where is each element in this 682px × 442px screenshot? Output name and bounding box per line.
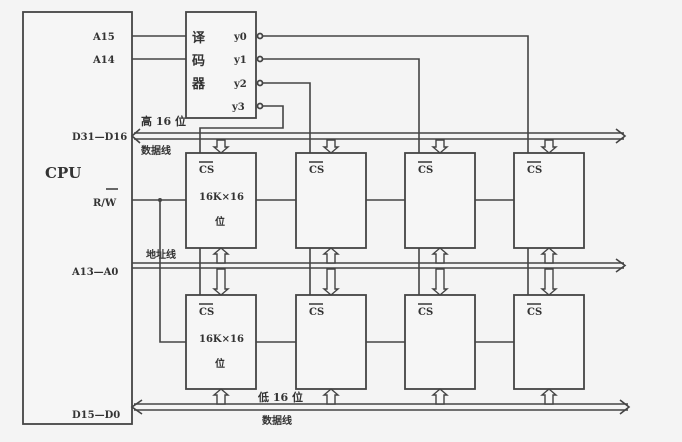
high-data-bus [130,128,627,144]
chip-unit: 位 [215,215,225,228]
chip-cs-label: CS [199,307,214,318]
data-in-arrow [212,139,230,154]
decoder-block [185,11,257,119]
memory-chip: CS 16K×16 位 [185,152,257,249]
memory-chip: CS [404,152,476,249]
data-in-arrow [540,388,558,405]
chip-unit: 位 [215,357,225,370]
data-in-arrow [212,388,230,405]
decoder-out-y0: y0 [233,32,247,43]
low-data-bus [130,399,631,415]
inverter-bubble-y3 [256,102,264,110]
decoder-out-y3: y3 [231,102,245,113]
chip-cs-label: CS [418,307,433,318]
address-arrow [322,268,340,296]
address-arrow [212,247,230,264]
chip-cs-label: CS [527,165,542,176]
inverter-bubble-y0 [256,32,264,40]
pin-data-high: D31—D16 [72,132,127,143]
pin-data-low: D15—D0 [72,410,120,421]
data-in-arrow [431,388,449,405]
pin-addr: A13—A0 [71,267,118,278]
decoder-char-2: 码 [192,54,205,69]
chip-cs-label: CS [527,307,542,318]
address-arrow [540,268,558,296]
cpu-label: CPU [45,164,81,182]
high-bus-label-2: 数据线 [141,144,171,157]
inverter-bubble-y2 [256,79,264,87]
memory-chip: CS [513,152,585,249]
high-bus-label-1: 高 16 位 [141,114,186,128]
address-arrow [212,268,230,296]
decoder-out-y2: y2 [233,79,247,90]
decoder-char-3: 器 [191,77,206,92]
low-bus-label-1: 低 16 位 [257,390,303,404]
chip-cs-label: CS [199,165,214,176]
low-bus-label-2: 数据线 [262,414,292,427]
address-arrow [540,247,558,264]
address-arrow [322,247,340,264]
rw-wires [132,198,514,343]
memory-chip: CS [404,294,476,390]
memory-chip-array: CS 16K×16 位 CS CS CS CS 16K×16 位 CS CS CS [185,139,585,405]
decoder-out-y1: y1 [233,55,247,66]
memory-chip: CS [513,294,585,390]
pin-rw: R/W [93,198,117,209]
data-in-arrow [322,388,340,405]
memory-chip: CS [295,152,367,249]
memory-chip: CS 16K×16 位 [185,294,257,390]
decoder-char-1: 译 [192,31,206,46]
data-in-arrow [431,139,449,154]
pin-a14: A14 [92,55,115,66]
inverter-bubble-y1 [256,55,264,63]
chip-cs-label: CS [418,165,433,176]
pin-a15: A15 [92,32,115,43]
address-bus-label: 地址线 [146,248,176,261]
data-in-arrow [540,139,558,154]
address-arrow [431,268,449,296]
address-arrow [431,247,449,264]
chip-cs-label: CS [309,165,324,176]
chip-cs-label: CS [309,307,324,318]
cpu-block [22,11,133,425]
memory-chip: CS [295,294,367,390]
chip-capacity: 16K×16 [199,334,244,345]
address-bus [132,258,627,273]
data-in-arrow [322,139,340,154]
chip-capacity: 16K×16 [199,192,244,203]
